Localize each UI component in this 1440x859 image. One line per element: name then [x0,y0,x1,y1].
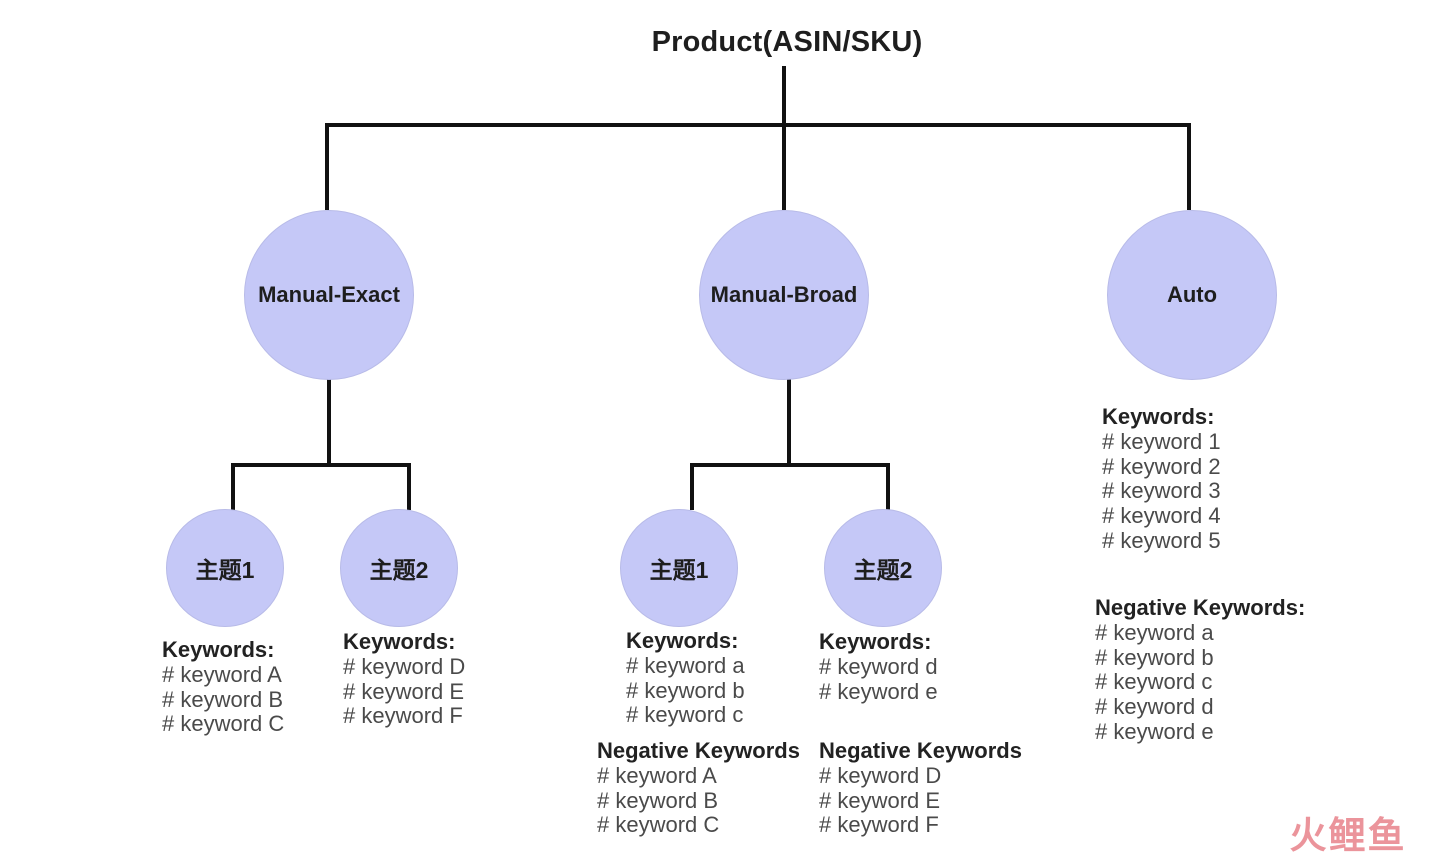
keywords-heading: Keywords: [343,629,456,654]
node-auto-label: Auto [1166,282,1218,307]
negative-keyword-item: # keyword A [597,762,717,788]
negative-keyword-item: # keyword F [819,812,939,838]
exact-topic-2-keywords: Keywords: # keyword D # keyword E # keyw… [343,629,466,729]
negative-keyword-item: # keyword E [819,787,941,813]
node-manual-exact: Manual-Exact [244,210,414,380]
keyword-item: # keyword C [162,711,285,737]
negative-keyword-item: # keyword D [819,762,942,788]
keyword-item: # keyword E [343,678,465,704]
node-broad-topic-1-label: 主题1 [649,557,709,583]
node-manual-exact-label: Manual-Exact [258,282,400,307]
keyword-item: # keyword e [819,678,938,704]
negative-keywords-heading: Negative Keywords: [1095,595,1306,620]
broad-topic-2-keywords: Keywords: # keyword d # keyword e [819,629,938,704]
negative-keyword-item: # keyword e [1095,718,1214,744]
keyword-item: # keyword 1 [1102,428,1221,454]
broad-topic-1-keywords: Keywords: # keyword a # keyword b # keyw… [626,628,745,728]
keyword-item: # keyword 3 [1102,478,1221,504]
keyword-item: # keyword 2 [1102,453,1221,479]
keywords-heading: Keywords: [626,628,739,653]
negative-keyword-item: # keyword B [597,787,719,813]
negative-keyword-item: # keyword C [597,812,720,838]
negative-keyword-item: # keyword b [1095,644,1214,670]
node-exact-topic-2: 主题2 [340,509,458,627]
negative-keyword-item: # keyword c [1095,669,1213,695]
node-exact-topic-1: 主题1 [166,509,284,627]
keyword-item: # keyword B [162,686,284,712]
keyword-item: # keyword A [162,661,282,687]
broad-topic-2-negative-keywords: Negative Keywords # keyword D # keyword … [819,738,1022,838]
keyword-item: # keyword 5 [1102,527,1221,553]
exact-topic-1-keywords: Keywords: # keyword A # keyword B # keyw… [162,637,285,737]
node-broad-topic-1: 主题1 [620,509,738,627]
node-exact-topic-1-label: 主题1 [195,557,255,583]
watermark-logo: 火鲤鱼 [1289,814,1407,857]
keywords-heading: Keywords: [1102,404,1215,429]
keywords-heading: Keywords: [819,629,932,654]
node-exact-topic-2-label: 主题2 [369,557,429,583]
negative-keyword-item: # keyword d [1095,694,1214,720]
root-product-label: Product(ASIN/SKU) [651,26,923,58]
node-auto: Auto [1107,210,1277,380]
keyword-item: # keyword b [626,677,745,703]
keyword-item: # keyword F [343,703,463,729]
negative-keywords-heading: Negative Keywords [819,738,1022,763]
node-broad-topic-2: 主题2 [824,509,942,627]
negative-keywords-heading: Negative Keywords [597,738,800,763]
keyword-item: # keyword a [626,652,745,678]
keywords-heading: Keywords: [162,637,275,662]
keyword-item: # keyword D [343,653,466,679]
auto-keywords: Keywords: # keyword 1 # keyword 2 # keyw… [1102,404,1221,554]
keyword-item: # keyword 4 [1102,503,1221,529]
node-manual-broad: Manual-Broad [699,210,869,380]
node-broad-topic-2-label: 主题2 [853,557,913,583]
keyword-item: # keyword d [819,653,938,679]
auto-negative-keywords: Negative Keywords: # keyword a # keyword… [1095,595,1306,745]
keyword-item: # keyword c [626,702,744,728]
negative-keyword-item: # keyword a [1095,619,1214,645]
broad-topic-1-negative-keywords: Negative Keywords # keyword A # keyword … [597,738,800,838]
node-manual-broad-label: Manual-Broad [710,282,858,307]
